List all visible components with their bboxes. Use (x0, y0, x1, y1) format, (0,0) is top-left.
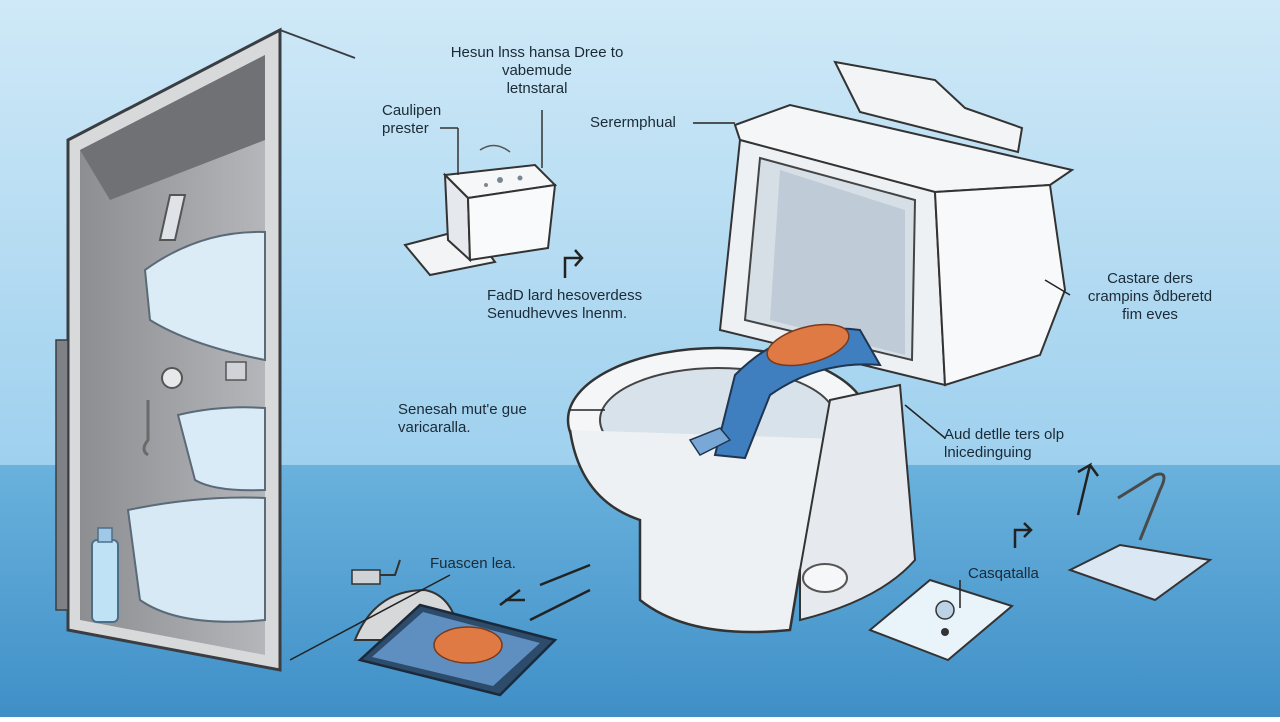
label-cauliper: Caulipen prester (382, 102, 441, 138)
label-line: crampins ðdberetd (1087, 288, 1213, 305)
label-line: lnicedinguing (944, 444, 1032, 461)
label-castare: Castare ders crampins ðdberetd fim eves (1070, 270, 1230, 324)
tray-with-hose-illustration (1067, 472, 1213, 602)
label-line: Hesun lnss hansa Dree to (450, 44, 624, 61)
label-aud-detlle: Aud detlle ters olp lnicedinguing (944, 426, 1064, 462)
label-fuascen: Fuascen lea. (430, 555, 516, 573)
label-line: Senudhevves lnenm. (487, 305, 628, 322)
label-top-center: Hesun lnss hansa Dree to vabemude letnst… (432, 44, 642, 98)
arrow-up-icon (1013, 522, 1033, 548)
label-line: FadD lard hesoverdess (487, 287, 643, 304)
callout-lines (289, 122, 1071, 661)
label-casqatalla: Casqatalla (968, 565, 1039, 583)
label-line: Casqatalla (968, 565, 1039, 582)
label-line: prester (382, 120, 429, 137)
tray-illustration (868, 578, 1015, 662)
label-line: Serermphual (590, 114, 676, 131)
label-line: Aud detlle ters olp (944, 426, 1065, 443)
cabinet-cutaway (55, 27, 356, 672)
arrow-up-icon (563, 249, 584, 278)
toilet-illustration (566, 60, 1075, 634)
drain-mat-illustration (351, 559, 558, 697)
label-fad-board: FadD lard hesoverdess Senudhevves lnenm. (487, 287, 642, 323)
filter-box-illustration (403, 110, 558, 277)
label-line: letnstaral (506, 80, 568, 97)
motion-arrows-icon (499, 563, 591, 622)
arrow-up-icon (1076, 462, 1100, 516)
label-sereemphual: Serermphual (590, 114, 676, 132)
label-line: Fuascen lea. (430, 555, 516, 572)
label-line: Senesah mut'e gue (398, 401, 527, 418)
label-line: fim eves (1122, 306, 1178, 323)
label-sensesah: Senesah mut'e gue varicaralla. (398, 401, 527, 437)
label-line: vabemude (501, 62, 573, 79)
label-line: Caulipen (382, 102, 442, 119)
label-line: Castare ders (1107, 270, 1193, 287)
label-line: varicaralla. (398, 419, 471, 436)
